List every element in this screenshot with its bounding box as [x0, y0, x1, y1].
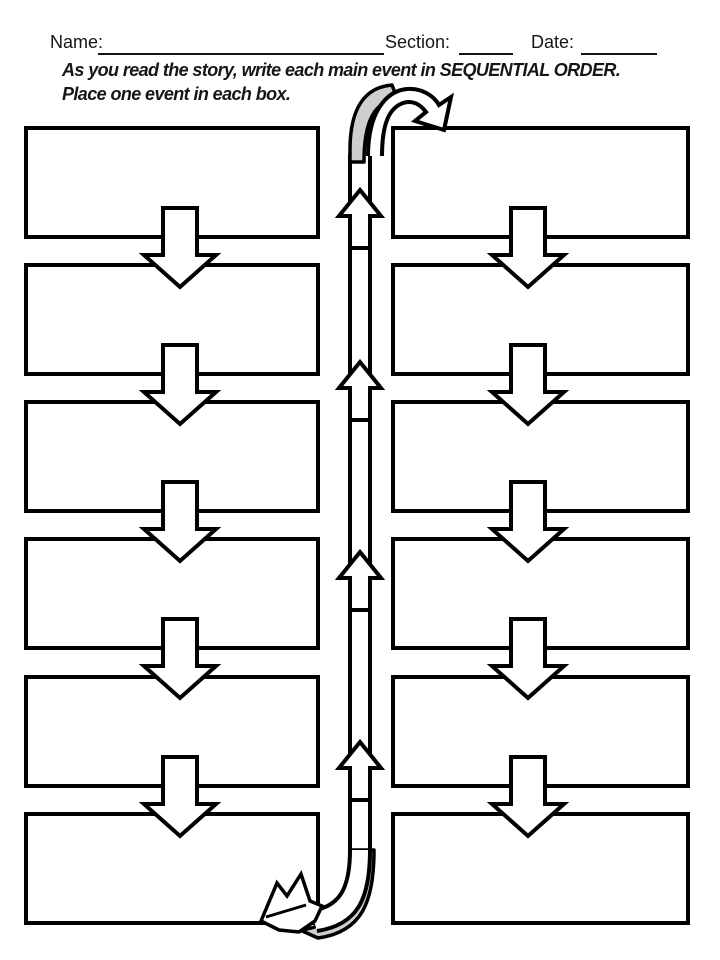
date-label: Date: [531, 32, 575, 52]
down-arrow-icon [138, 206, 222, 290]
curved-arrow-bottom-icon [258, 848, 376, 940]
curved-arrow-top-icon [348, 83, 454, 164]
name-label: Name: [50, 32, 104, 52]
instructions-text: As you read the story, write each main e… [62, 58, 622, 106]
up-arrow-icon [334, 548, 386, 612]
down-arrow-icon [138, 343, 222, 427]
instructions-line-1: As you read the story, write each main e… [62, 60, 621, 80]
down-arrow-icon [486, 343, 570, 427]
down-arrow-icon [138, 755, 222, 839]
down-arrow-icon [138, 617, 222, 701]
down-arrow-icon [138, 480, 222, 564]
down-arrow-icon [486, 617, 570, 701]
up-arrow-icon [334, 358, 386, 422]
section-label: Section: [385, 32, 451, 52]
up-arrow-icon [334, 738, 386, 802]
name-field-line[interactable] [98, 53, 384, 55]
down-arrow-icon [486, 755, 570, 839]
down-arrow-icon [486, 206, 570, 290]
instructions-line-2: Place one event in each box. [62, 84, 291, 104]
return-channel [348, 150, 372, 855]
date-field-line[interactable] [581, 53, 657, 55]
down-arrow-icon [486, 480, 570, 564]
section-field-line[interactable] [459, 53, 513, 55]
up-arrow-icon [334, 186, 386, 250]
